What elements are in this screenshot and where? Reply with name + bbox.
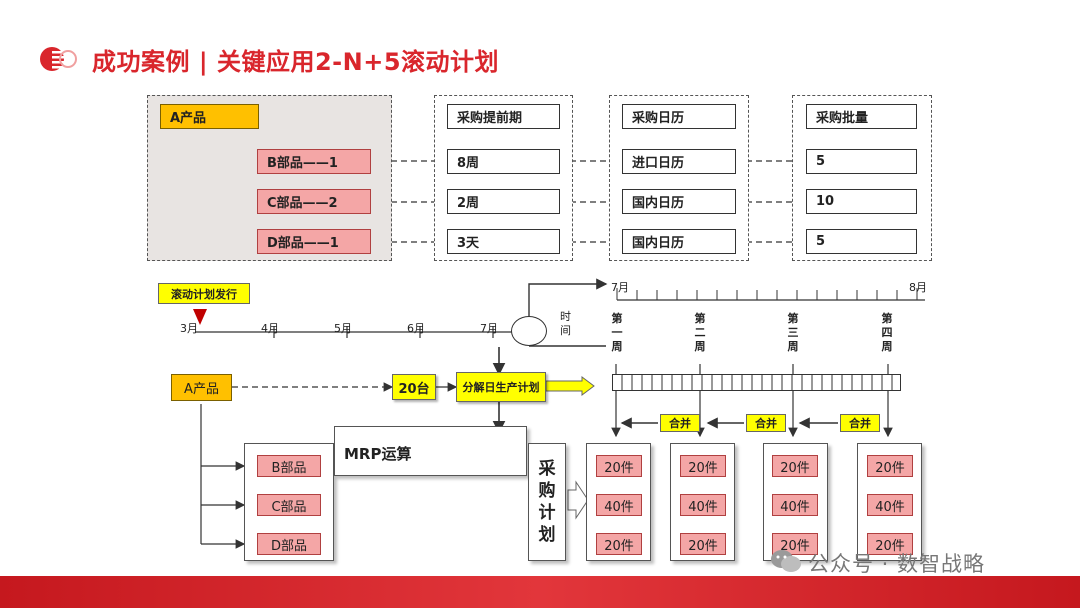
purchase-plan-panel <box>528 443 566 561</box>
batch-header: 采购批量 <box>806 104 917 129</box>
lead-time-d: 3天 <box>447 229 560 254</box>
mrp-calculation-box <box>334 426 527 476</box>
lead-time-b: 8周 <box>447 149 560 174</box>
qty-cell: 20件 <box>680 533 726 555</box>
zoom-start-label: 7月 <box>611 281 629 294</box>
release-marker-icon <box>193 309 207 325</box>
month-label: 5月 <box>334 322 352 335</box>
calendar-b: 进口日历 <box>622 149 736 174</box>
qty-cell: 40件 <box>680 494 726 516</box>
week-4-label: 第四周 <box>881 312 893 353</box>
time-label: 间 <box>560 324 571 337</box>
merge-label: 合并 <box>840 414 880 432</box>
watermark: 公众号 · 数智战略 <box>808 552 986 576</box>
bom-product-a: A产品 <box>160 104 259 129</box>
daily-plan-box: 分解日生产计划 <box>456 372 546 402</box>
daily-bar-strip <box>612 374 901 391</box>
quantity-badge: 20台 <box>392 374 436 400</box>
time-label: 时 <box>560 310 571 323</box>
bom-part-c: C部品——2 <box>257 189 371 214</box>
brand-logo-icon <box>40 47 77 71</box>
flow-product-a: A产品 <box>171 374 232 401</box>
calendar-header: 采购日历 <box>622 104 736 129</box>
week-2-label: 第二周 <box>694 312 706 353</box>
qty-cell: 20件 <box>596 455 642 477</box>
page-title: 成功案例 | 关键应用2-N+5滚动计划 <box>92 48 500 76</box>
month-label: 7月 <box>480 322 498 335</box>
month-label: 4月 <box>261 322 279 335</box>
qty-cell: 20件 <box>680 455 726 477</box>
qty-cell: 40件 <box>596 494 642 516</box>
merge-label: 合并 <box>746 414 786 432</box>
mrp-label: MRP运算 <box>344 445 412 463</box>
batch-d: 5 <box>806 229 917 254</box>
batch-c: 10 <box>806 189 917 214</box>
footer-bar <box>0 576 1080 608</box>
week-3-label: 第三周 <box>787 312 799 353</box>
flow-part-d: D部品 <box>257 533 321 555</box>
qty-cell: 40件 <box>772 494 818 516</box>
zoom-end-label: 8月 <box>909 281 927 294</box>
month-label: 6月 <box>407 322 425 335</box>
qty-cell: 20件 <box>596 533 642 555</box>
qty-cell: 20件 <box>867 533 913 555</box>
purchase-plan-label: 采购计划 <box>538 459 556 545</box>
lead-time-c: 2周 <box>447 189 560 214</box>
qty-cell: 20件 <box>867 455 913 477</box>
month-label: 3月 <box>180 322 198 335</box>
qty-cell: 20件 <box>772 533 818 555</box>
bom-part-d: D部品——1 <box>257 229 371 254</box>
qty-cell: 20件 <box>772 455 818 477</box>
flow-part-b: B部品 <box>257 455 321 477</box>
calendar-c: 国内日历 <box>622 189 736 214</box>
qty-cell: 40件 <box>867 494 913 516</box>
lead-time-header: 采购提前期 <box>447 104 560 129</box>
week-1-label: 第一周 <box>611 312 623 353</box>
calendar-d: 国内日历 <box>622 229 736 254</box>
rolling-release-label: 滚动计划发行 <box>158 283 250 304</box>
daily-ruler <box>616 288 925 301</box>
bom-part-b: B部品——1 <box>257 149 371 174</box>
batch-b: 5 <box>806 149 917 174</box>
wechat-icon <box>771 550 801 572</box>
flow-part-c: C部品 <box>257 494 321 516</box>
merge-label: 合并 <box>660 414 700 432</box>
current-period-ellipse <box>511 316 547 346</box>
